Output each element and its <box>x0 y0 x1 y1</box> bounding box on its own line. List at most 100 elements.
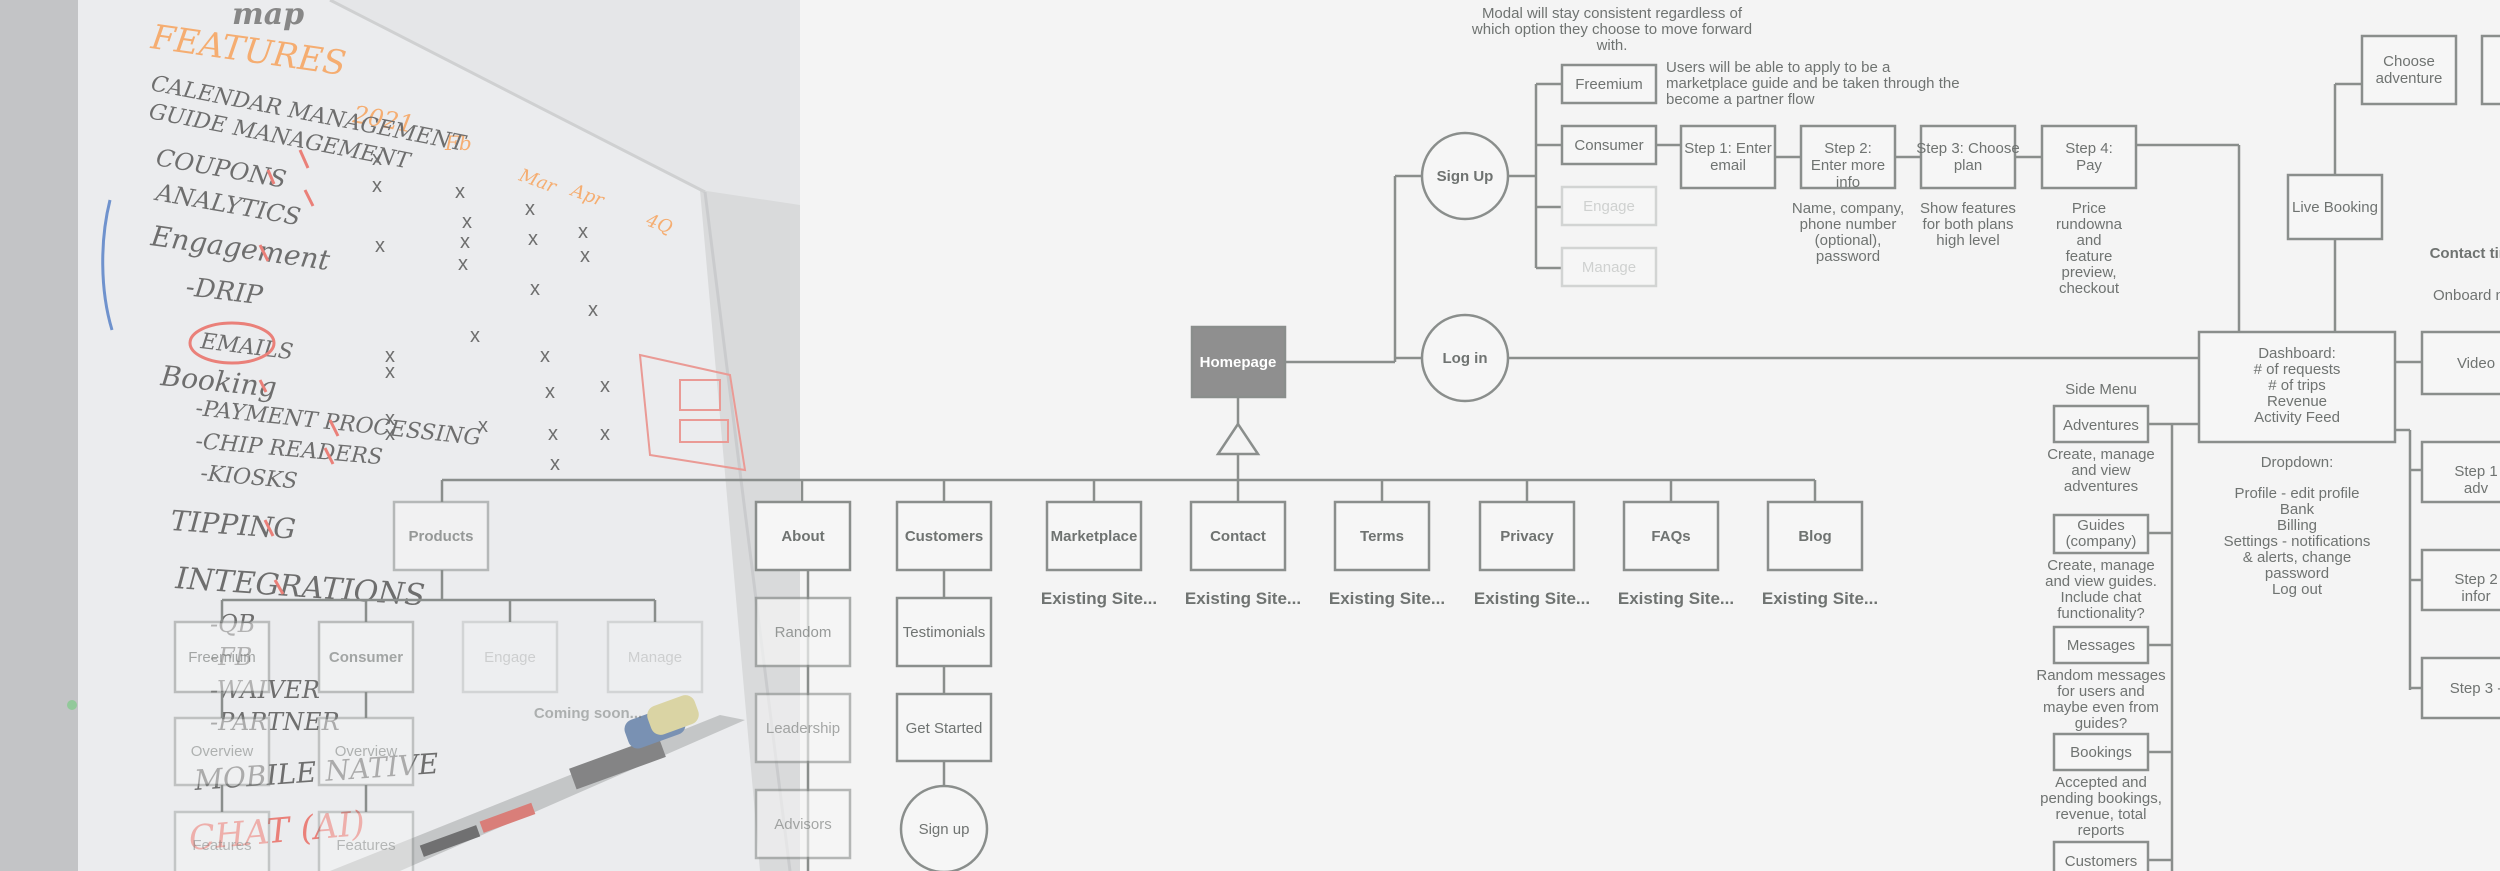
get-started-node[interactable] <box>895 692 993 763</box>
random-node[interactable] <box>754 596 852 668</box>
signup-small-node[interactable] <box>899 784 989 871</box>
freemium-sub-label: Freemium <box>188 649 256 666</box>
signup-small-label: Sign up <box>919 821 970 838</box>
svg-text:x: x <box>372 175 382 197</box>
text-line: functionality? <box>2057 605 2145 622</box>
terms-node[interactable] <box>1333 500 1431 572</box>
svg-text:x: x <box>600 375 610 397</box>
text-line: Enter more <box>1811 157 1885 174</box>
text-line: and view guides. <box>2045 573 2157 590</box>
marketplace-node[interactable] <box>1045 500 1143 572</box>
svg-text:x: x <box>525 198 535 220</box>
wb-item: -PARTNER <box>210 708 340 736</box>
privacy-node[interactable] <box>1478 500 1576 572</box>
text-line: Profile - edit profile <box>2234 485 2359 502</box>
svg-text:x: x <box>528 228 538 250</box>
text-line: for both plans <box>1923 216 2014 233</box>
signup-node[interactable] <box>1420 131 1510 221</box>
step4-node[interactable] <box>2040 124 2138 190</box>
step2-info-node[interactable] <box>2420 548 2500 612</box>
manage-sub-node[interactable] <box>606 620 704 694</box>
step3-right-node[interactable] <box>2420 656 2500 720</box>
features-consumer-node[interactable] <box>317 810 415 871</box>
leadership-node[interactable] <box>754 692 852 764</box>
text-line: and view <box>2071 462 2130 479</box>
freemium-node[interactable] <box>1560 63 1658 105</box>
consumer-sub-node[interactable] <box>317 620 415 694</box>
svg-text:x: x <box>588 299 598 321</box>
step1-adv-node[interactable] <box>2420 440 2500 504</box>
advisors-node[interactable] <box>754 788 852 860</box>
text-line: Pay <box>2076 157 2102 174</box>
engage-sub-node[interactable] <box>461 620 559 694</box>
side-guides-node[interactable] <box>2052 513 2150 555</box>
whiteboard-title: map <box>232 0 304 32</box>
homepage-node[interactable] <box>1190 325 1287 399</box>
text-line: Name, company, <box>1792 200 1904 217</box>
manage-label: Manage <box>1582 259 1636 276</box>
about-node[interactable] <box>754 500 852 572</box>
text-line: Price <box>2072 200 2106 217</box>
text-line: Include chat <box>2061 589 2143 606</box>
step1-node[interactable] <box>1679 124 1777 190</box>
text-line: phone number <box>1800 216 1897 233</box>
choose-adventure-node[interactable] <box>2360 34 2458 106</box>
side-customers-node[interactable] <box>2052 840 2150 871</box>
dashboard-node[interactable] <box>2197 330 2397 444</box>
side-messages-node[interactable] <box>2052 625 2150 665</box>
side-bookings-node[interactable] <box>2052 732 2150 772</box>
login-label: Log in <box>1443 350 1488 367</box>
manage-sub-label: Manage <box>628 649 682 666</box>
step3-node[interactable] <box>1919 124 2017 190</box>
text-line: Accepted and <box>2055 774 2147 791</box>
login-node[interactable] <box>1420 313 1510 403</box>
consumer-node[interactable] <box>1560 124 1658 166</box>
live-booking-node[interactable] <box>2286 173 2384 241</box>
text-line: Billing <box>2277 517 2317 534</box>
step3-right-label: Step 3 - <box>2450 680 2500 697</box>
coming-soon-text: Coming soon... <box>534 705 642 722</box>
text-line: preview, <box>2061 264 2116 281</box>
text-line: adventure <box>2376 70 2443 87</box>
text-line: Step 2: <box>1824 140 1872 157</box>
video-node[interactable] <box>2420 330 2500 396</box>
side-customers-label: Customers <box>2065 853 2138 870</box>
customers-node[interactable] <box>895 500 993 572</box>
text-line: reports <box>2078 822 2125 839</box>
manage-node[interactable] <box>1560 246 1658 288</box>
text-line: (optional), <box>1815 232 1882 249</box>
step2-node[interactable] <box>1799 124 1897 190</box>
overview-freemium-node[interactable] <box>173 716 271 787</box>
products-node[interactable] <box>392 500 490 572</box>
side-adventures-node[interactable] <box>2052 404 2150 444</box>
features-consumer-label: Features <box>336 837 395 854</box>
svg-text:x: x <box>385 408 395 430</box>
features-freemium-node[interactable] <box>173 810 271 871</box>
marker-yellow <box>647 695 699 735</box>
svg-text:x: x <box>550 453 560 475</box>
blog-node[interactable] <box>1766 500 1864 572</box>
engage-node[interactable] <box>1560 185 1658 227</box>
freemium-sub-node[interactable] <box>173 620 271 694</box>
svg-text:x: x <box>385 361 395 383</box>
testimonials-node[interactable] <box>895 596 993 668</box>
live-booking-label: Live Booking <box>2292 199 2378 216</box>
right-cut-node[interactable] <box>2480 34 2500 106</box>
existing-site-contact: Existing Site... <box>1185 589 1301 608</box>
text-line: Revenue <box>2267 393 2327 410</box>
text-line: maybe even from <box>2043 699 2159 716</box>
magnet-green <box>67 700 77 710</box>
faqs-node[interactable] <box>1622 500 1720 572</box>
svg-text:x: x <box>578 221 588 243</box>
testimonials-label: Testimonials <box>903 624 986 641</box>
step2-note: Name, company,phone number(optional),pas… <box>1792 200 1904 265</box>
overview-consumer-node[interactable] <box>317 716 415 787</box>
contact-node[interactable] <box>1189 500 1287 572</box>
onboard-text: Onboard new <box>2433 287 2500 304</box>
text-line: & alerts, change <box>2243 549 2351 566</box>
text-line: guides? <box>2075 715 2128 732</box>
